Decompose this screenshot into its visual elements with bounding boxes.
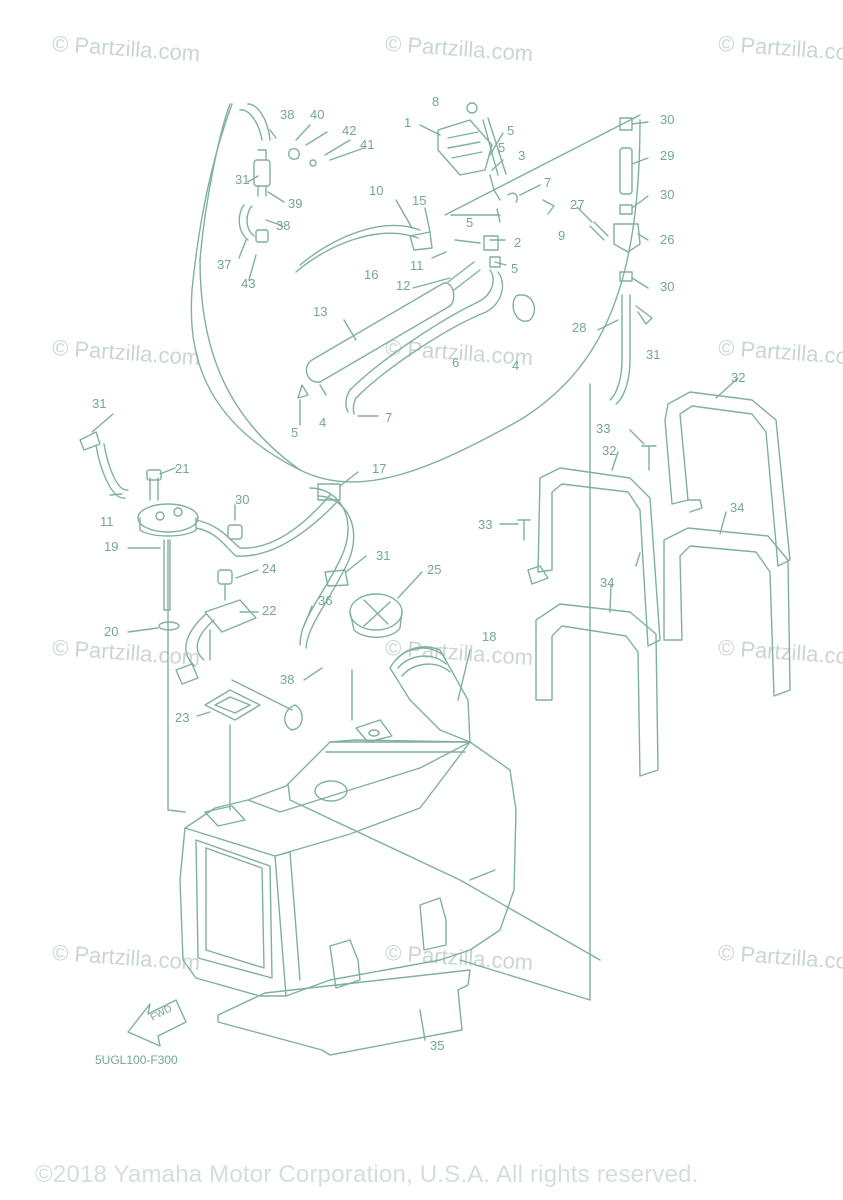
callout-12: 12 [396, 278, 411, 293]
callout-39: 39 [288, 196, 303, 211]
callout-5: 5 [498, 140, 506, 155]
strap-32-b [537, 467, 661, 647]
callout-5: 5 [507, 123, 515, 138]
hose-10-b [299, 224, 421, 266]
callout-34: 34 [600, 575, 615, 590]
callout-32: 32 [731, 370, 746, 385]
callout-5: 5 [466, 215, 474, 230]
callout-35: 35 [430, 1038, 445, 1053]
hose-loop-outline [190, 103, 641, 483]
callout-30: 30 [660, 279, 675, 294]
callout-37: 37 [217, 257, 232, 272]
callout-41: 41 [360, 137, 375, 152]
diagram-code: 5UGL100-F300 [95, 1053, 178, 1067]
callout-38: 38 [276, 218, 291, 233]
callout-23: 23 [175, 710, 190, 725]
callout-9: 9 [558, 228, 566, 243]
callout-13: 13 [313, 304, 328, 319]
hose-10 [239, 103, 271, 141]
hose-10-long [199, 103, 301, 471]
callout-2: 2 [514, 235, 522, 250]
callout-31: 31 [235, 172, 250, 187]
callout-29: 29 [660, 148, 675, 163]
callout-7: 7 [544, 175, 552, 190]
callout-6: 6 [452, 355, 460, 370]
callout-28: 28 [572, 320, 587, 335]
callout-30: 30 [660, 112, 675, 127]
callout-20: 20 [104, 624, 119, 639]
callout-24: 24 [262, 561, 277, 576]
callout-31: 31 [376, 548, 391, 563]
callout-5: 5 [291, 425, 299, 440]
strap-32-a [664, 391, 791, 567]
callout-10: 10 [369, 183, 384, 198]
callout-40: 40 [310, 107, 325, 122]
callout-21: 21 [175, 461, 190, 476]
callout-30: 30 [660, 187, 675, 202]
callout-11: 11 [410, 258, 424, 273]
callout-17: 17 [372, 461, 387, 476]
callout-38: 38 [280, 672, 295, 687]
fuel-cock [437, 119, 493, 176]
callout-31: 31 [646, 347, 661, 362]
callout-34: 34 [730, 500, 745, 515]
callout-26: 26 [660, 232, 675, 247]
callout-38: 38 [280, 107, 295, 122]
fuel-tank [179, 741, 517, 997]
callout-19: 19 [104, 539, 119, 554]
callout-36: 36 [318, 593, 333, 608]
callout-4: 4 [319, 415, 327, 430]
callout-25: 25 [427, 562, 442, 577]
callout-15: 15 [412, 193, 427, 208]
tank-mat [217, 969, 471, 1056]
callout-42: 42 [342, 123, 357, 138]
callout-31: 31 [92, 396, 107, 411]
callout-33: 33 [478, 517, 493, 532]
callout-1: 1 [404, 115, 412, 130]
callout-22: 22 [262, 603, 277, 618]
callout-7: 7 [385, 410, 393, 425]
callout-30: 30 [235, 492, 250, 507]
callout-43: 43 [241, 276, 256, 291]
callout-8: 8 [432, 94, 440, 109]
callout-18: 18 [482, 629, 497, 644]
strap-34-b [535, 603, 659, 777]
hose-10-c [295, 232, 419, 273]
copyright-notice: ©2018 Yamaha Motor Corporation, U.S.A. A… [35, 1161, 699, 1188]
strap-34-a [663, 527, 791, 697]
callout-11: 11 [100, 514, 114, 529]
fwd-arrow-icon [127, 999, 187, 1047]
callout-3: 3 [518, 148, 526, 163]
callout-33: 33 [596, 421, 611, 436]
callout-4: 4 [512, 358, 520, 373]
callout-27: 27 [570, 197, 585, 212]
callout-16: 16 [364, 267, 379, 282]
callout-5: 5 [511, 261, 519, 276]
callout-32: 32 [602, 443, 617, 458]
